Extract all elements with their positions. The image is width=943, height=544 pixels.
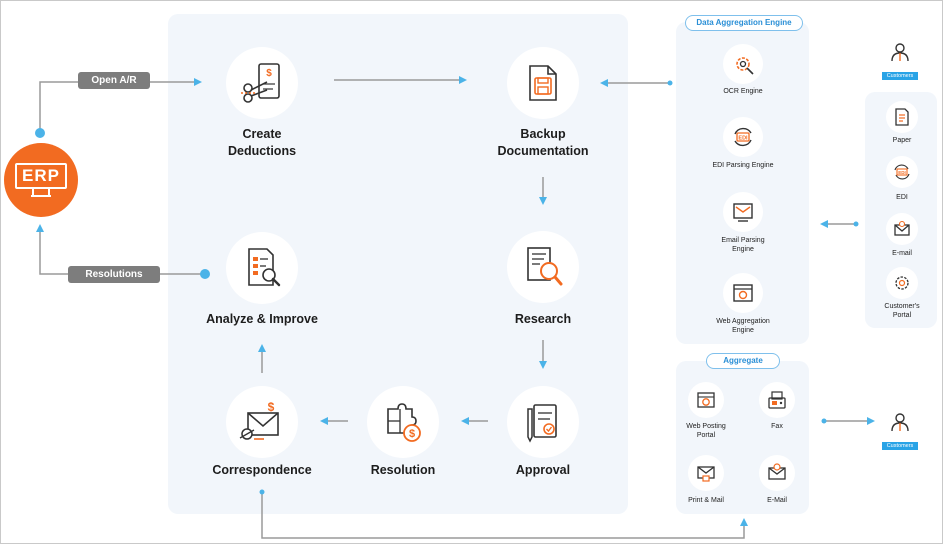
create-deductions-line2: Deductions [227, 144, 297, 158]
research-label: Research [514, 312, 572, 326]
erp-icon: ERP [4, 143, 78, 217]
web-posting-line1: Web Posting [686, 423, 726, 430]
customer-portal-source-label: Customer's Portal [870, 302, 934, 320]
approval-label: Approval [515, 463, 571, 477]
resolutions-label: Resolutions [68, 266, 160, 283]
backup-documentation-icon [507, 47, 579, 119]
resolution-icon: $ [367, 386, 439, 458]
email-parsing-engine-line2: Engine [732, 246, 754, 253]
customer-portal-line2: Portal [892, 312, 912, 319]
svg-text:EDI: EDI [738, 136, 748, 142]
web-posting-portal-icon [688, 382, 724, 418]
fax-label: Fax [771, 423, 783, 430]
paper-source-label: Paper [892, 137, 912, 144]
edi-source-icon: EDI [886, 156, 918, 188]
customer-portal-source-icon [886, 267, 918, 299]
email-parsing-engine-icon [723, 192, 763, 232]
research-icon [507, 231, 579, 303]
email-channel-icon [759, 455, 795, 491]
svg-text:EDI: EDI [898, 170, 906, 175]
backup-documentation-line1: Backup [520, 127, 566, 141]
paper-source-icon [886, 101, 918, 133]
print-mail-icon [688, 455, 724, 491]
email-parsing-engine-line1: Email Parsing [721, 237, 765, 244]
email-source-label: E-mail [892, 250, 912, 257]
correspondence-label: Correspondence [212, 463, 312, 477]
web-aggregation-engine-line2: Engine [732, 327, 754, 334]
aggregate-title: Aggregate [706, 353, 780, 369]
customers-top-icon [882, 34, 918, 70]
web-aggregation-engine-icon [723, 273, 763, 313]
svg-text:$: $ [268, 400, 275, 414]
customers-bottom-icon [882, 404, 918, 440]
create-deductions-icon: $ [226, 47, 298, 119]
customer-portal-line1: Customer's [884, 303, 920, 310]
edi-parsing-engine-label: EDI Parsing Engine [712, 162, 774, 169]
email-channel-label: E-Mail [767, 497, 787, 504]
approval-icon [507, 386, 579, 458]
backup-documentation-line2: Documentation [497, 144, 589, 158]
data-aggregation-title: Data Aggregation Engine [685, 15, 803, 31]
create-deductions-label: Create Deductions [200, 126, 324, 160]
fax-icon [759, 382, 795, 418]
customers-top-label: Customers [882, 72, 918, 80]
edi-source-label: EDI [896, 194, 908, 201]
edi-parsing-engine-icon: EDI [723, 117, 763, 157]
print-mail-label: Print & Mail [688, 497, 724, 504]
ocr-engine-icon [723, 44, 763, 84]
backup-documentation-label: Backup Documentation [481, 126, 605, 160]
svg-text:$: $ [266, 68, 272, 79]
web-posting-portal-label: Web Posting Portal [671, 422, 741, 440]
correspondence-icon: $ [226, 386, 298, 458]
resolution-label: Resolution [370, 463, 436, 477]
svg-text:$: $ [409, 428, 415, 440]
ocr-engine-label: OCR Engine [723, 88, 763, 95]
analyze-improve-label: Analyze & Improve [206, 312, 318, 326]
web-posting-line2: Portal [696, 432, 716, 439]
web-aggregation-engine-label: Web Aggregation Engine [693, 317, 793, 335]
web-aggregation-engine-line1: Web Aggregation [716, 318, 770, 325]
email-parsing-engine-label: Email Parsing Engine [693, 236, 793, 254]
erp-label: ERP [15, 163, 67, 189]
analyze-improve-icon [226, 232, 298, 304]
create-deductions-line1: Create [242, 127, 282, 141]
customers-bottom-label: Customers [882, 442, 918, 450]
open-ar-label: Open A/R [78, 72, 150, 89]
email-source-icon [886, 213, 918, 245]
